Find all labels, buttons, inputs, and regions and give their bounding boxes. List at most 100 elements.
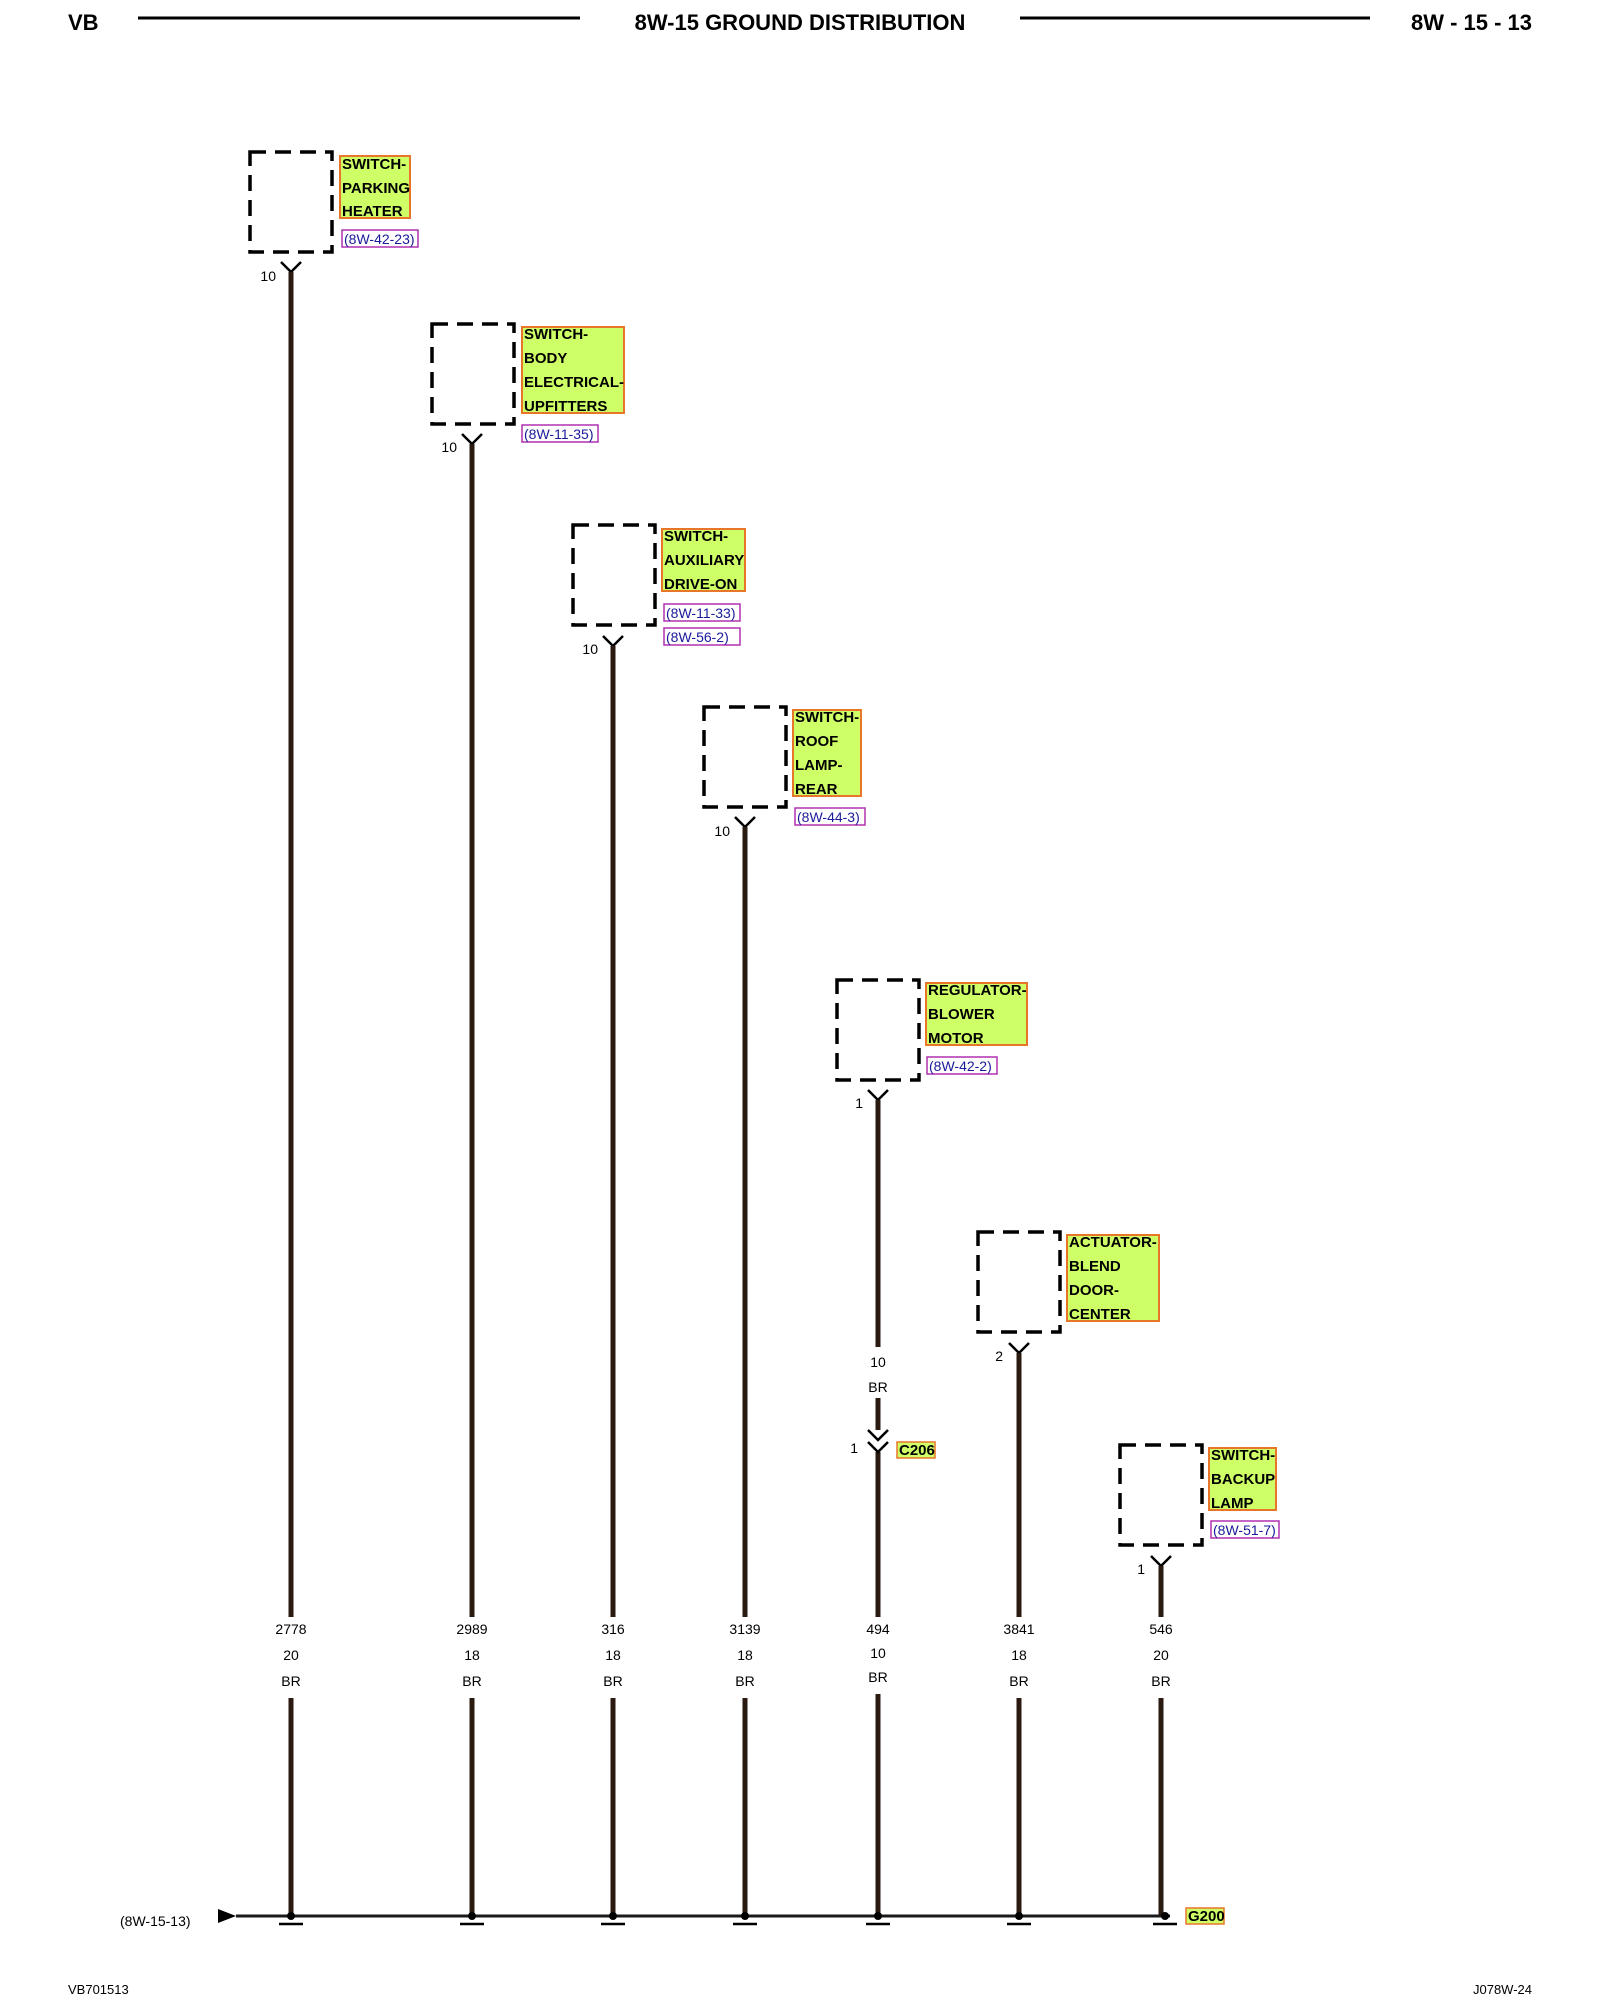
component-label-line: ROOF	[795, 733, 838, 750]
splice-dot	[874, 1912, 882, 1920]
wire-circuit: 494	[866, 1621, 890, 1637]
terminal-symbol	[602, 635, 624, 648]
footer-left: VB701513	[68, 1982, 129, 1997]
ground-name: G200	[1188, 1908, 1225, 1925]
component-label-line: DOOR-	[1069, 1282, 1119, 1299]
component-box	[1118, 1443, 1204, 1547]
wire-circuit: 2778	[275, 1621, 306, 1637]
reference-link[interactable]: (8W-44-3)	[797, 809, 860, 825]
component-label-line: PARKING	[342, 180, 410, 197]
component-regulator-blower-motor[interactable]: REGULATOR- BLOWER MOTOR (8W-42-2) 1	[835, 978, 1028, 1111]
connector-pin-lower: 1	[850, 1440, 858, 1456]
component-label-bg	[339, 155, 411, 219]
terminal-symbol	[734, 816, 756, 829]
component-label-line: SWITCH-	[1211, 1447, 1275, 1464]
reference-box	[521, 424, 599, 443]
component-box	[248, 150, 334, 254]
connector-pin-upper: 10	[870, 1354, 886, 1370]
pin-number: 10	[714, 823, 730, 839]
component-label-line: LAMP	[1211, 1495, 1254, 1512]
pin-number: 2	[995, 1348, 1003, 1364]
component-label-bg	[925, 982, 1028, 1046]
reference-box	[1210, 1520, 1280, 1539]
reference-box	[794, 807, 866, 826]
reference-box	[926, 1056, 998, 1075]
wire-color: BR	[462, 1673, 481, 1689]
component-label-line: UPFITTERS	[524, 398, 607, 415]
reference-box	[663, 603, 741, 622]
terminal-symbol	[461, 433, 483, 446]
wire-color: BR	[868, 1669, 887, 1685]
connector-c206[interactable]: 10 BR 1 C206	[850, 1354, 936, 1459]
component-label-line: CENTER	[1069, 1306, 1131, 1323]
wire-gauge: 20	[283, 1647, 299, 1663]
connector-wire-color: BR	[868, 1379, 887, 1395]
component-label-line: BACKUP	[1211, 1471, 1275, 1488]
wire-gauge: 18	[1011, 1647, 1027, 1663]
wire-color: BR	[1151, 1673, 1170, 1689]
wire-circuit: 3841	[1003, 1621, 1034, 1637]
component-box	[976, 1230, 1062, 1334]
connector-tag-bg	[896, 1441, 936, 1459]
wire-gauge: 18	[605, 1647, 621, 1663]
component-switch-body-electrical-upfitters[interactable]: SWITCH- BODY ELECTRICAL- UPFITTERS (8W-1…	[430, 322, 625, 455]
splice-dot	[1015, 1912, 1023, 1920]
terminal-symbol	[867, 1089, 889, 1102]
component-label-line: LAMP-	[795, 757, 843, 774]
component-label-line: BLOWER	[928, 1006, 995, 1023]
reference-link[interactable]: (8W-42-2)	[929, 1058, 992, 1074]
component-box	[571, 523, 657, 627]
component-label-line: ACTUATOR-	[1069, 1234, 1157, 1251]
footer-right: J078W-24	[1473, 1982, 1532, 1997]
header-left: VB	[68, 10, 99, 35]
reference-link[interactable]: (8W-56-2)	[666, 629, 729, 645]
component-label-line: ELECTRICAL-	[524, 374, 624, 391]
splice-dot	[287, 1912, 295, 1920]
wire-color: BR	[603, 1673, 622, 1689]
component-label-line: BODY	[524, 350, 567, 367]
component-label-line: SWITCH-	[664, 528, 728, 545]
wire-circuit: 316	[601, 1621, 625, 1637]
component-label-line: SWITCH-	[795, 709, 859, 726]
wire-color: BR	[281, 1673, 300, 1689]
pin-number: 10	[582, 641, 598, 657]
ground-reference[interactable]: (8W-15-13)	[120, 1913, 191, 1929]
wire-circuit: 2989	[456, 1621, 487, 1637]
component-label-line: BLEND	[1069, 1258, 1121, 1275]
wire-gauge: 20	[1153, 1647, 1169, 1663]
pin-number: 1	[855, 1095, 863, 1111]
component-label-bg	[792, 709, 862, 797]
header-page-number: 8W - 15 - 13	[1411, 10, 1532, 35]
off-page-arrow-icon	[218, 1909, 236, 1923]
wire-labels: 2778 20 BR 2989 18 BR 316 18 BR 3139 18 …	[275, 1621, 1172, 1689]
reference-link[interactable]: (8W-51-7)	[1213, 1522, 1276, 1538]
wire-circuit: 546	[1149, 1621, 1173, 1637]
component-switch-roof-lamp-rear[interactable]: SWITCH- ROOF LAMP- REAR (8W-44-3) 10	[702, 705, 866, 839]
component-switch-backup-lamp[interactable]: SWITCH- BACKUP LAMP (8W-51-7) 1	[1118, 1443, 1280, 1577]
component-label-line: AUXILIARY	[664, 552, 744, 569]
component-actuator-blend-door-center[interactable]: ACTUATOR- BLEND DOOR- CENTER 2	[976, 1230, 1160, 1364]
connector-male-symbol	[867, 1441, 889, 1454]
terminal-symbol	[1150, 1555, 1172, 1568]
component-label-line: SWITCH-	[342, 156, 406, 173]
connector-female-symbol	[867, 1429, 889, 1442]
wire-gauge: 10	[870, 1645, 886, 1661]
terminal-symbol	[280, 261, 302, 274]
page-title: 8W-15 GROUND DISTRIBUTION	[635, 10, 966, 35]
reference-link[interactable]: (8W-11-33)	[666, 605, 736, 621]
component-label-line: SWITCH-	[524, 326, 588, 343]
component-label-bg	[521, 326, 625, 414]
component-box	[835, 978, 921, 1082]
connector-name: C206	[899, 1442, 935, 1459]
ground-bus[interactable]: (8W-15-13) G200	[120, 1907, 1225, 1929]
reference-link[interactable]: (8W-42-23)	[344, 231, 415, 247]
reference-box	[663, 627, 741, 646]
component-switch-auxiliary-drive-on[interactable]: SWITCH- AUXILIARY DRIVE-ON (8W-11-33) (8…	[571, 523, 746, 657]
pin-number: 10	[260, 268, 276, 284]
component-switch-parking-heater[interactable]: SWITCH- PARKING HEATER (8W-42-23) 10	[248, 150, 419, 284]
component-label-bg	[661, 528, 746, 592]
component-box	[430, 322, 516, 426]
splice-dot	[741, 1912, 749, 1920]
reference-link[interactable]: (8W-11-35)	[524, 426, 594, 442]
